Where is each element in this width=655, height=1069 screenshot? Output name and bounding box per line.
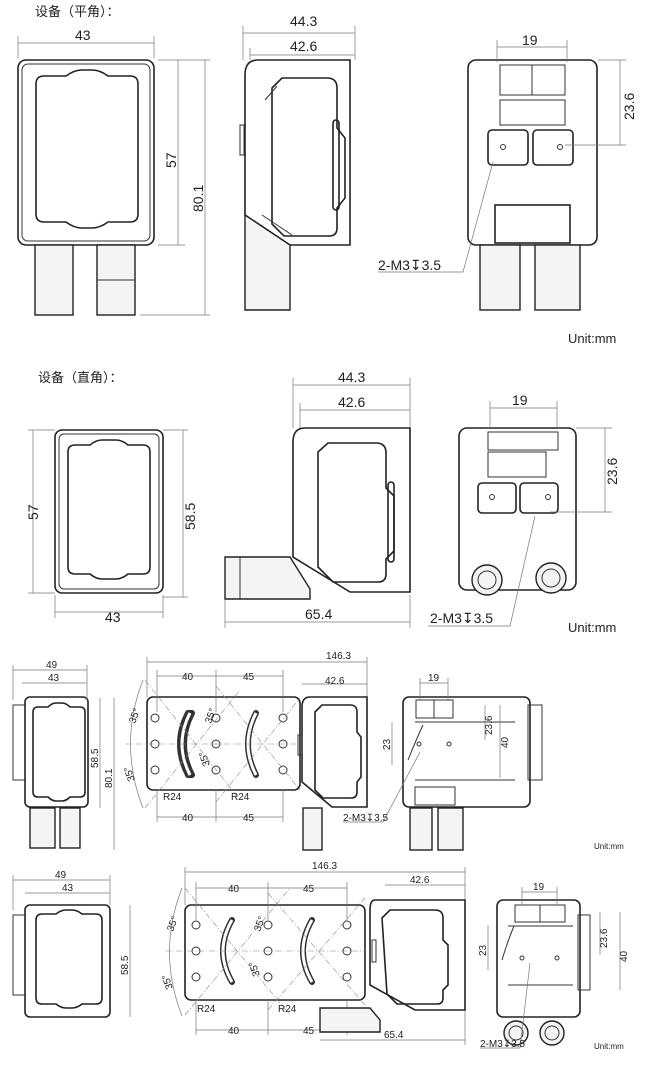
unit-label: Unit:mm [568,331,616,346]
dim-bracket-width: 49 [46,660,58,671]
front-view [12,875,131,1018]
dim-hole-spacing-1: 40 [182,672,194,683]
dim-radius: R24 [231,792,250,803]
section-title: 设备（平角）： [35,4,120,19]
dim-side-depth: 44.3 [290,13,317,29]
dim-total-length: 65.4 [305,606,332,622]
dim-thread: 2-M3↧3.5 [430,610,493,626]
dim-front-height: 57 [163,152,179,168]
dim-rear-height: 23.6 [484,715,495,735]
dim-front-height: 57 [25,504,41,520]
dim-hole-spacing-2: 45 [303,884,315,895]
dim-hole-spacing-1-bottom: 40 [182,813,194,824]
dim-radius: R24 [163,792,182,803]
section-title: 设备（直角）： [38,370,123,385]
dim-angle: 35° [160,973,176,991]
unit-label: Unit:mm [594,1042,624,1051]
dim-rear-spacing: 19 [512,392,528,408]
dim-thread: 2-M3↧3.5 [480,1039,526,1050]
front-view [12,665,115,850]
dim-angle: 35° [203,707,219,725]
dim-rear-spacing: 19 [428,673,440,684]
dim-front-width: 43 [62,883,74,894]
unit-label: Unit:mm [568,620,616,635]
dim-rear-total: 40 [619,950,630,962]
dim-rear-height: 23.6 [604,458,620,485]
dim-front-width: 43 [105,609,121,625]
side-view [297,696,368,851]
dim-total-length: 146.3 [326,651,351,662]
side-view [239,26,356,311]
dim-side-depth: 44.3 [338,369,365,385]
dim-angle: 35° [252,915,268,933]
dim-angle: 35° [247,960,263,978]
unit-label: Unit:mm [594,842,624,851]
dim-hole-spacing-2-bottom: 45 [243,813,255,824]
bracket-plate [165,867,466,1045]
dim-radius: R24 [278,1004,297,1015]
section-bracket-right-angle: 49 43 58.5 146.3 40 45 40 45 42.6 65.4 3… [12,861,630,1051]
bracket-plate [125,657,368,822]
dim-side-body: 42.6 [338,394,365,410]
dim-angle: 35° [165,915,181,933]
rear-view [428,401,612,627]
section-right-angle: 设备（直角）： 57 58.5 43 44.3 42.6 65.4 19 23.… [25,369,620,635]
front-view [28,429,188,618]
dim-rear-spacing: 19 [533,882,545,893]
dim-rear-total: 40 [500,736,511,748]
dim-front-width: 43 [48,673,60,684]
section-flat-angle: 设备（平角）： 43 57 80.1 44.3 42.6 19 23.6 2-M… [17,4,637,346]
dim-side-body: 42.6 [410,875,430,886]
dim-side-body: 42.6 [290,38,317,54]
dim-front-width: 43 [75,27,91,43]
dim-rear-hole: 23 [478,944,489,956]
side-view [319,899,466,1033]
section-bracket-flat: 49 43 58.5 80.1 146.3 40 45 40 45 42.6 3… [12,651,624,851]
dim-thread: 2-M3↧3.5 [343,813,389,824]
dim-hole-spacing-1-bottom: 40 [228,1026,240,1037]
dim-thread: 2-M3↧3.5 [378,257,441,273]
dim-hole-spacing-2-bottom: 45 [303,1026,315,1037]
dim-rear-height: 23.6 [621,93,637,120]
side-view [224,378,411,628]
dim-body-height: 58.5 [120,955,131,975]
dim-angle: 35° [197,750,213,768]
rear-view [343,678,543,851]
dim-radius: R24 [197,1004,216,1015]
dim-hole-spacing-1: 40 [228,884,240,895]
dim-body-height: 58.5 [182,503,198,530]
dim-bracket-width: 49 [55,870,67,881]
dim-rear-hole: 23 [382,738,393,750]
dim-rear-spacing: 19 [522,32,538,48]
dim-hole-spacing-2: 45 [243,672,255,683]
dim-total-length: 146.3 [312,861,337,872]
dim-body-height: 58.5 [90,748,101,768]
dim-total-length-side: 65.4 [384,1030,404,1041]
dim-total-height: 80.1 [190,185,206,212]
dim-side-body: 42.6 [325,676,345,687]
rear-view [480,887,621,1049]
dim-total-height: 80.1 [104,768,115,788]
dim-angle: 35° [122,765,138,783]
dim-rear-height: 23.6 [599,928,610,948]
front-view [17,36,210,316]
dim-angle: 35° [127,707,143,725]
rear-view [378,40,626,311]
